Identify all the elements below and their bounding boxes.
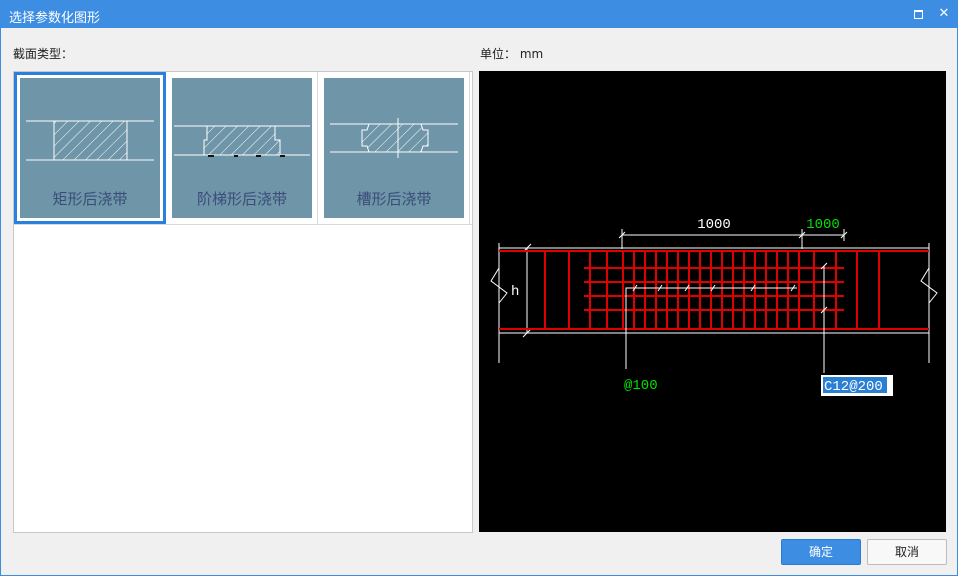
rectangular-section-icon bbox=[26, 120, 154, 161]
dim-main-text: 1000 bbox=[697, 217, 731, 233]
tile-rectangular[interactable]: 矩形后浇带 bbox=[14, 72, 166, 224]
section-type-list: 矩形后浇带 bbox=[13, 71, 473, 533]
tile-stepped[interactable]: 阶梯形后浇带 bbox=[166, 72, 318, 224]
tile-thumbnail: 矩形后浇带 bbox=[20, 78, 160, 218]
height-label: h bbox=[511, 284, 519, 300]
section-type-label: 截面类型： bbox=[13, 47, 74, 61]
tile-grooved[interactable]: 槽形后浇带 bbox=[318, 72, 470, 224]
window-title: 选择参数化图形 bbox=[9, 11, 101, 26]
maximize-icon[interactable] bbox=[911, 7, 925, 21]
tile-caption: 阶梯形后浇带 bbox=[196, 190, 287, 208]
close-icon[interactable]: ✕ bbox=[938, 6, 950, 21]
unit-label: 单位： mm bbox=[480, 47, 544, 61]
rebar-preview-drawing: 1000 1000 h @100 C12@200 bbox=[490, 217, 938, 396]
tile-row: 矩形后浇带 bbox=[14, 72, 472, 225]
spacing-label: @100 bbox=[624, 378, 658, 394]
stepped-section-icon bbox=[174, 125, 310, 157]
tile-caption: 矩形后浇带 bbox=[52, 190, 128, 208]
tile-thumbnail: 槽形后浇带 bbox=[324, 78, 464, 218]
tile-thumbnail: 阶梯形后浇带 bbox=[172, 78, 312, 218]
grooved-section-icon bbox=[330, 118, 458, 158]
tile-caption: 槽形后浇带 bbox=[356, 190, 432, 208]
rebar-label[interactable]: C12@200 bbox=[824, 379, 883, 395]
dim-side-text: 1000 bbox=[806, 217, 840, 233]
cancel-button[interactable]: 取消 bbox=[867, 539, 947, 565]
title-bar[interactable]: 选择参数化图形 ✕ bbox=[1, 1, 957, 28]
ok-button[interactable]: 确定 bbox=[781, 539, 861, 565]
preview-panel: 1000 1000 h @100 C12@200 bbox=[479, 71, 946, 532]
